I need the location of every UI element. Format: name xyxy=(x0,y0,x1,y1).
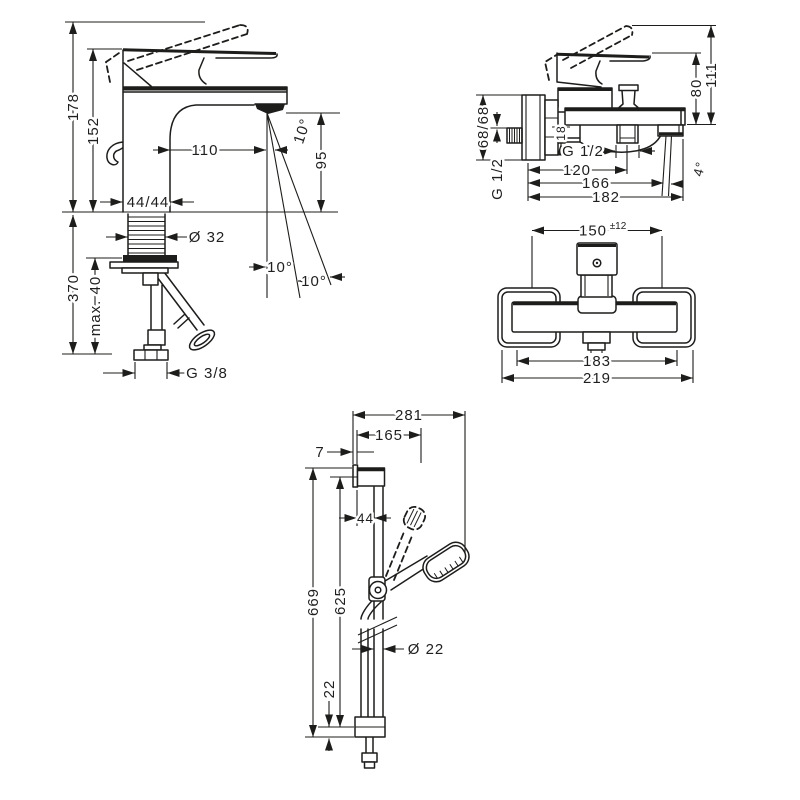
basin-shank-threads xyxy=(128,216,165,254)
dim-g12-wall-label: G 1/2 xyxy=(489,158,506,200)
bath-mixer-drawing: 111 80 68/68 G 1/2 18 G 1/2 120 166 182 … xyxy=(473,24,723,209)
dim-370-label: 370 xyxy=(65,274,82,302)
bath-diverter-cap xyxy=(618,84,639,92)
mixer-outlet-ticks xyxy=(590,350,603,353)
dim-152-label: 152 xyxy=(85,117,102,145)
basin-g38-nut xyxy=(133,349,169,361)
shower-set-drawing: 281 165 7 44 669 625 Ø 22 22 xyxy=(303,405,470,769)
dim-80-label: 80 xyxy=(688,79,705,98)
bath-handle-raised-dashed xyxy=(543,25,634,81)
shower-extension-lines xyxy=(305,411,466,738)
bath-hex-facets xyxy=(545,117,558,138)
dim-166-label: 166 xyxy=(582,175,610,192)
basin-faucet-outline xyxy=(106,49,288,331)
dim-178-label: 178 xyxy=(65,93,82,121)
basin-extension-lines xyxy=(62,21,340,379)
dim-4444-label: 44/44 xyxy=(127,194,170,211)
basin-hose-sleeve xyxy=(147,329,166,346)
mixer-outlet-lower xyxy=(587,342,606,351)
dim-669-label: 669 xyxy=(305,588,322,616)
angle-10-right-label: 10° xyxy=(301,273,327,290)
mixer-cartridge-step xyxy=(580,274,613,298)
dim-120-label: 120 xyxy=(563,162,591,179)
dim-18-label: 18 xyxy=(554,125,568,140)
basin-hose-adapter xyxy=(142,272,159,286)
handshower-alt-head-dashed xyxy=(402,505,427,531)
dim-22-label: 22 xyxy=(321,680,338,699)
dim-625-label: 625 xyxy=(332,587,349,615)
dim-o32-label: Ø 32 xyxy=(189,229,226,246)
basin-washer-wide xyxy=(109,261,179,269)
handshower-pivot xyxy=(368,580,388,600)
mixer-screw xyxy=(592,258,602,268)
dim-44-label: 44 xyxy=(357,511,374,526)
angle-10-top-label: 10° xyxy=(290,116,314,146)
dim-7-label: 7 xyxy=(315,444,324,461)
basin-aerator xyxy=(255,104,285,114)
basin-nut-facets xyxy=(144,350,158,360)
dim-111-label: 111 xyxy=(703,62,720,88)
dim-110-label: 110 xyxy=(192,142,219,159)
basin-thick-edges xyxy=(122,48,287,91)
dim-182-label: 182 xyxy=(592,189,620,206)
bath-nipple-threads xyxy=(509,128,520,143)
basin-hose-end-inner xyxy=(193,333,211,347)
mixer-screw-dot xyxy=(595,261,599,265)
angle-4-label: 4° xyxy=(690,160,708,178)
hose-connector xyxy=(361,752,378,763)
basin-hose-end-fitting xyxy=(188,329,216,351)
handshower-pivot-center xyxy=(374,586,382,594)
dim-219-label: 219 xyxy=(583,370,611,387)
dim-165-label: 165 xyxy=(375,427,403,444)
basin-stream-lines xyxy=(266,112,332,299)
shower-hose xyxy=(360,597,382,754)
dim-95-label: 95 xyxy=(313,151,330,170)
handshower-head xyxy=(422,541,470,583)
dim-max40-label: max. 40 xyxy=(87,276,104,336)
handshower-alt-handle-dashed xyxy=(385,531,413,581)
dim-g12-outlet-label: G 1/2 xyxy=(562,143,604,160)
dim-150-label: 150 xyxy=(579,223,607,240)
dim-183-label: 183 xyxy=(583,353,611,370)
hose-connector-tip xyxy=(363,761,376,769)
bath-outlet-inner-lines xyxy=(619,125,636,143)
basin-washer-dark xyxy=(123,255,177,262)
mixer-step-inner-lines xyxy=(584,275,609,296)
bath-stream-lines xyxy=(661,135,673,197)
dim-6868-label: 68/68 xyxy=(475,106,492,149)
dim-o22-label: Ø 22 xyxy=(408,641,445,658)
shower-mixer-front-drawing: 150 ±12 183 219 xyxy=(497,219,696,390)
angle-10-left-label: 10° xyxy=(267,259,293,276)
dim-g38-label: G 3/8 xyxy=(186,365,228,382)
dim-150-tolerance-label: ±12 xyxy=(610,221,627,232)
rail-break-symbol xyxy=(357,616,398,644)
bath-thick-edges xyxy=(556,52,685,112)
mixer-outlet-upper xyxy=(582,331,611,344)
bath-flange-inner-lines xyxy=(525,95,541,160)
dim-281-label: 281 xyxy=(395,407,423,424)
basin-mixer-drawing: 178 152 110 44/44 Ø 32 370 max. 40 G 3/8… xyxy=(62,21,345,385)
mixer-base-plate xyxy=(577,295,617,314)
